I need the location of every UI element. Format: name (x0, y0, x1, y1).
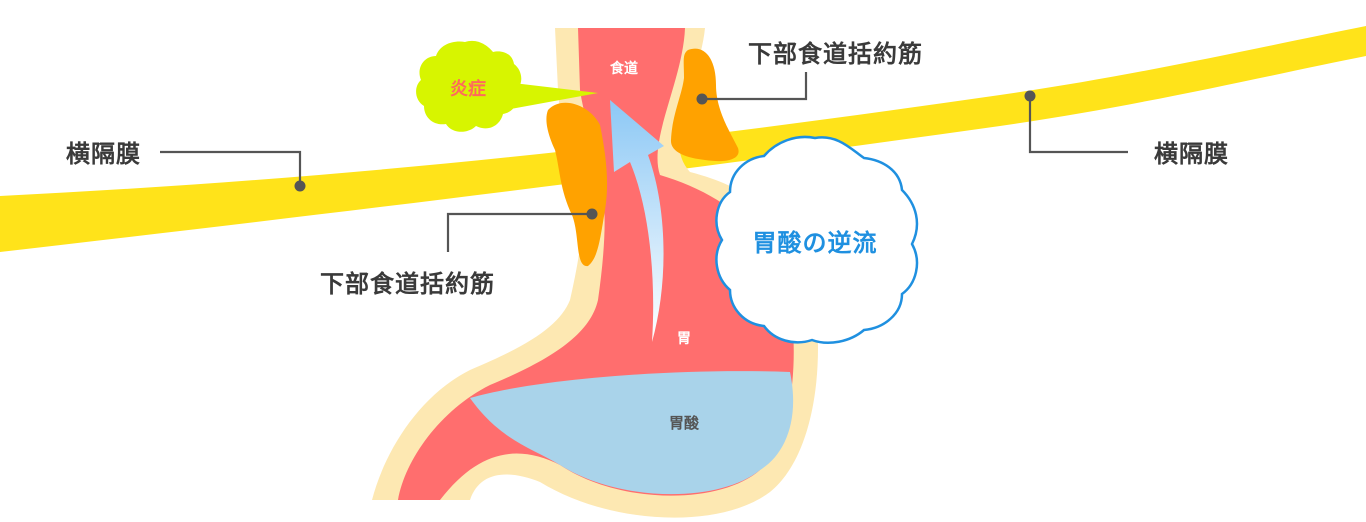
diaphragm-label-right: 横隔膜 (1154, 140, 1229, 168)
leader-diaphragm-left (160, 150, 302, 186)
inflammation-bubble (416, 40, 522, 132)
inflammation-pointer (505, 82, 598, 110)
leader-diaphragm-right (1028, 96, 1128, 154)
sphincter-muscle-right (670, 48, 739, 162)
esophagus-label: 食道 (610, 60, 638, 77)
leader-dot-diaphragm-left (294, 180, 306, 192)
sphincter-muscle-left (546, 102, 608, 267)
sphincter-label-top: 下部食道括約筋 (748, 40, 923, 68)
gastric-acid-pool (470, 371, 794, 495)
acid-reflux-bubble (715, 135, 919, 344)
acid-reflux-arrow (610, 100, 664, 342)
leader-sphincter-top (702, 72, 808, 101)
acid-reflux-label: 胃酸の逆流 (753, 229, 878, 257)
diaphragm-label-left: 横隔膜 (66, 140, 141, 168)
gastric-acid-label: 胃酸 (669, 414, 700, 432)
leader-sphincter-bottom (446, 212, 592, 252)
leader-dot-sphincter-top (696, 93, 708, 105)
inflammation-label: 炎症 (450, 78, 486, 100)
leader-dot-diaphragm-right (1024, 90, 1036, 102)
sphincter-label-bottom: 下部食道括約筋 (320, 270, 495, 298)
leader-dot-sphincter-bottom (586, 208, 598, 220)
stomach-label: 胃 (677, 331, 691, 347)
